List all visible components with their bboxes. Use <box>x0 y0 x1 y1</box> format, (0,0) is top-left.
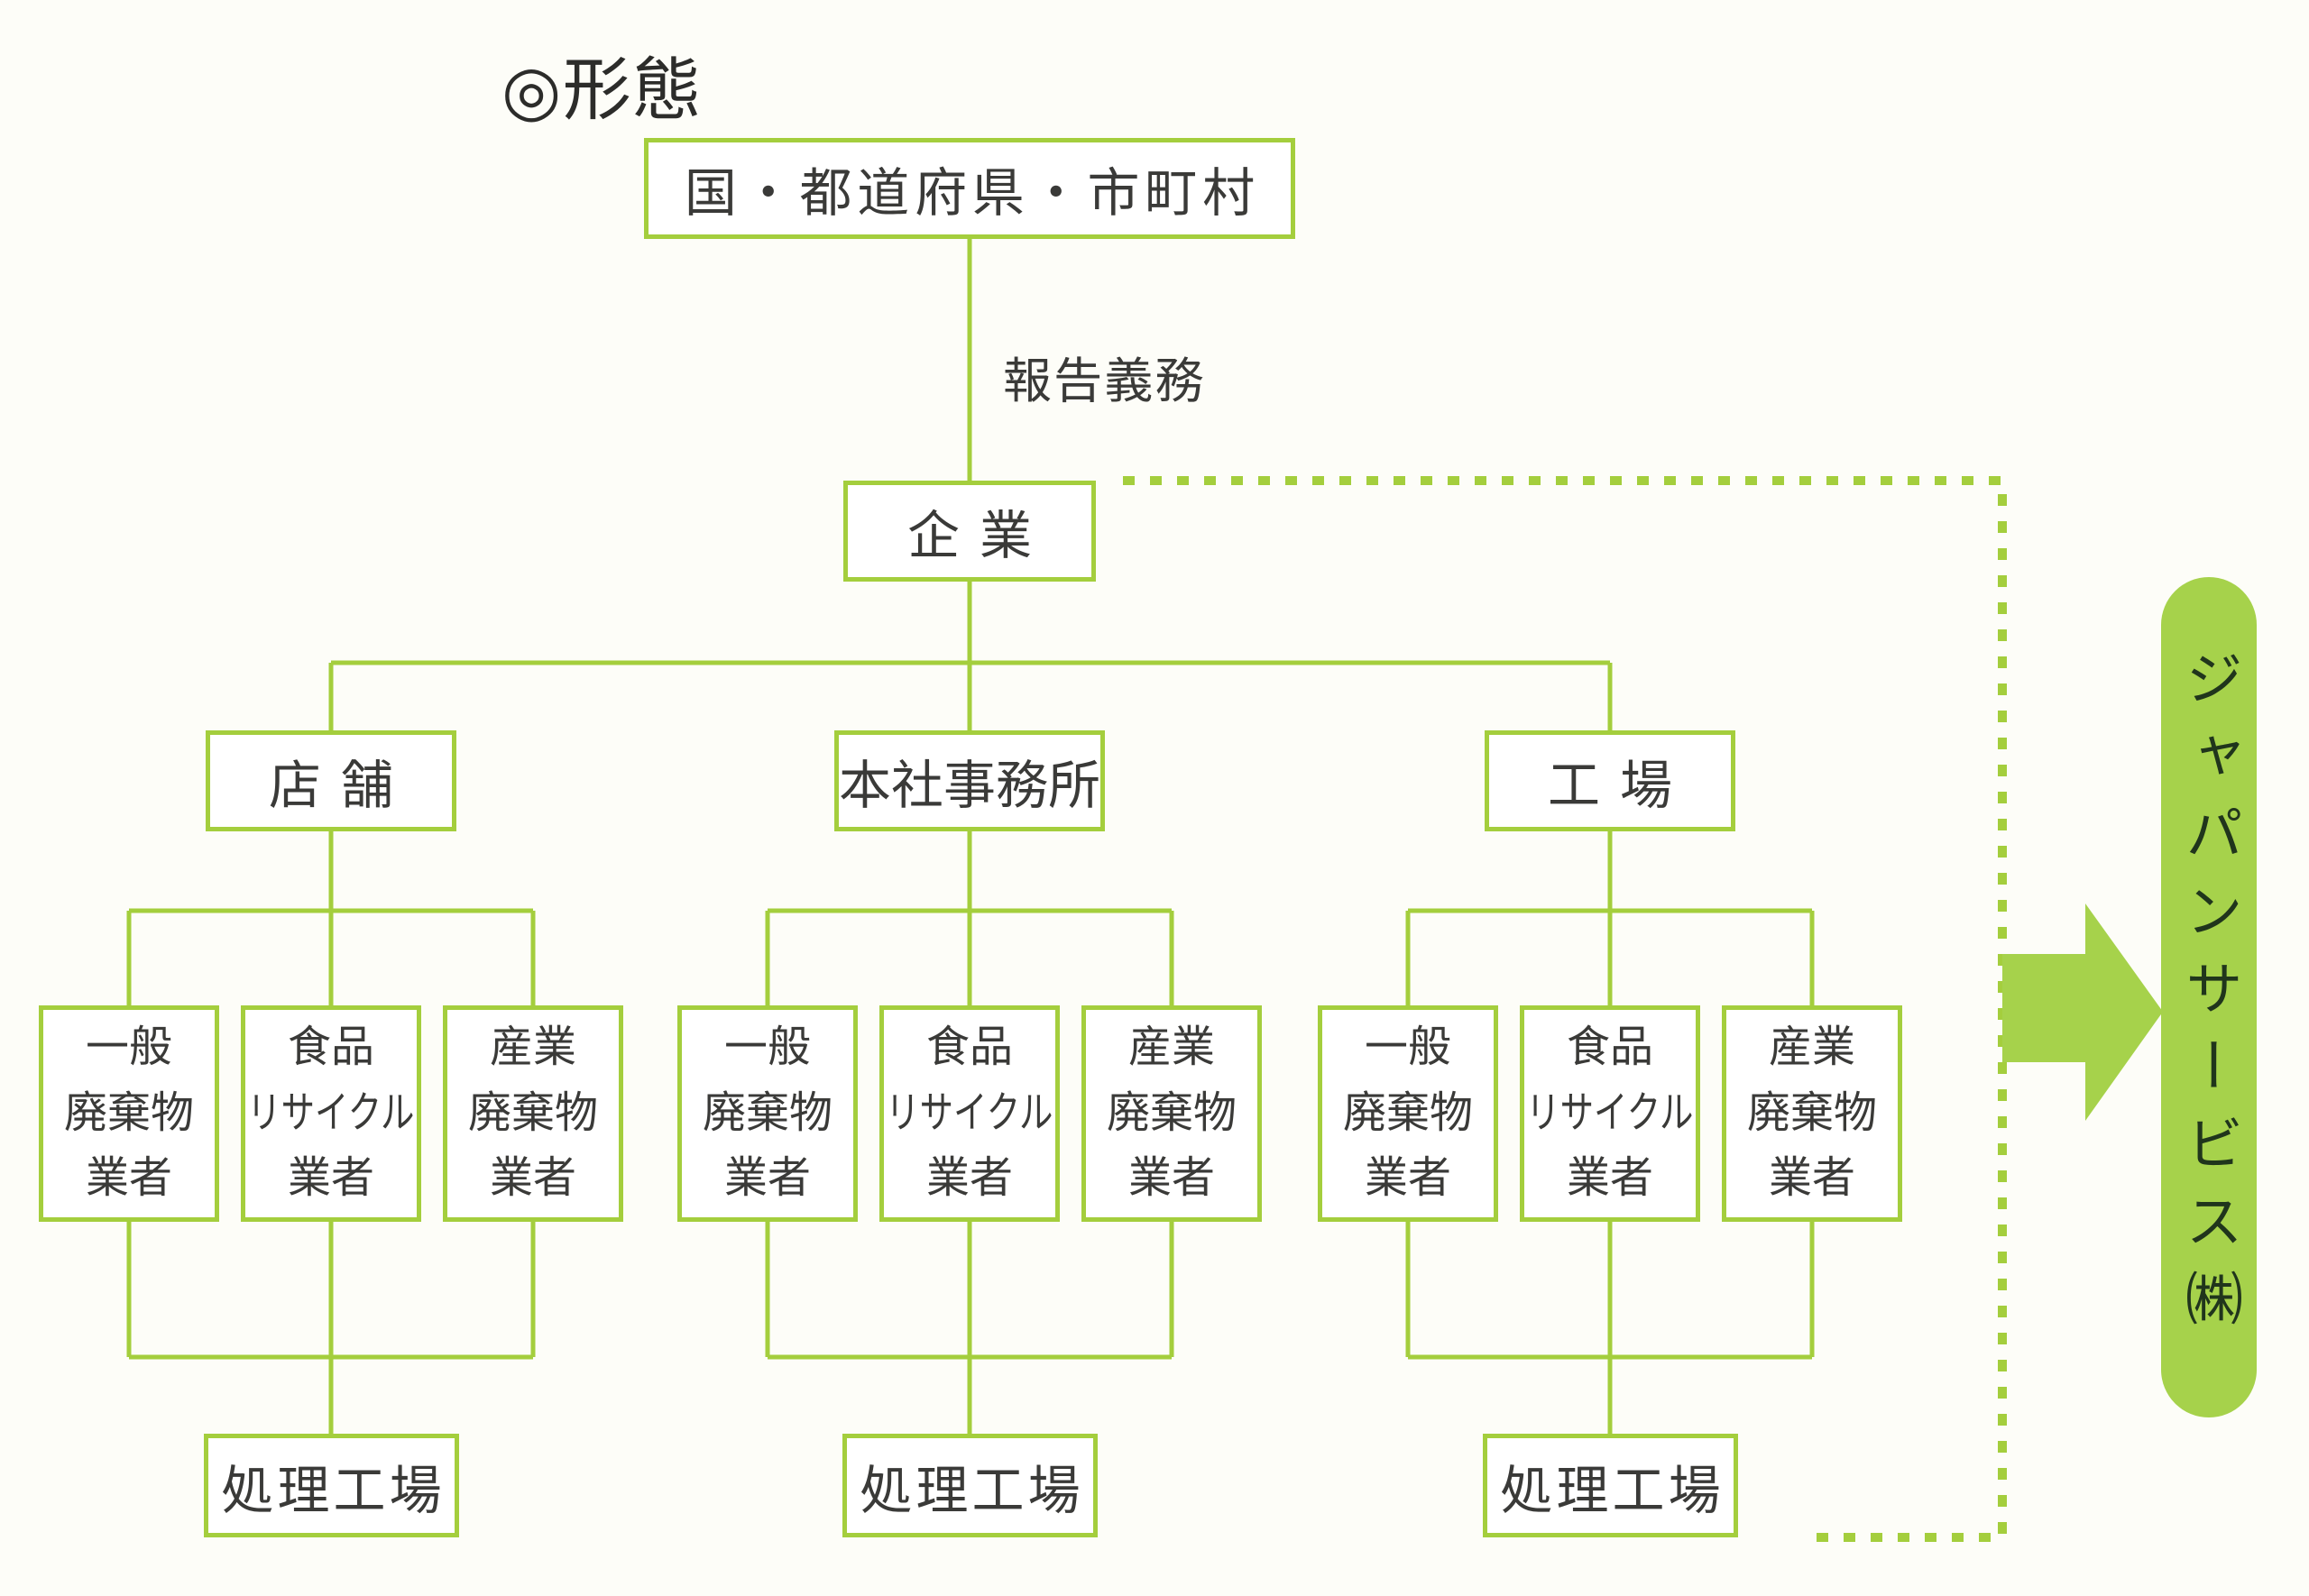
branch-label: 店舗 <box>268 757 414 815</box>
contractor-line: リサイクル <box>247 1088 415 1137</box>
contractor-line: 食品 <box>287 1023 374 1071</box>
report-duty-label: 報告義務 <box>1003 354 1206 408</box>
contractor-line: 一般 <box>85 1023 172 1071</box>
contractor-line: 廃棄物 <box>1342 1088 1473 1137</box>
contractor-line: 廃棄物 <box>467 1088 598 1137</box>
contractor-line: 食品 <box>925 1023 1013 1071</box>
flow-arrow-icon <box>2002 903 2163 1121</box>
government-label: 国・都道府県・市町村 <box>684 164 1260 223</box>
contractor-line: 業者 <box>489 1154 576 1203</box>
plant-label: 処理工場 <box>221 1461 446 1520</box>
contractor-line: リサイクル <box>886 1088 1053 1137</box>
contractor-line: 廃棄物 <box>702 1088 833 1137</box>
branch-box-factory: 工場 <box>1485 730 1735 831</box>
contractor-line: 産業 <box>489 1023 576 1071</box>
contractor-line: 廃棄物 <box>1746 1088 1877 1137</box>
company-box: 企業 <box>843 481 1096 582</box>
plant-label: 処理工場 <box>1500 1461 1725 1520</box>
processing-plant-box: 処理工場 <box>1483 1434 1738 1537</box>
government-box: 国・都道府県・市町村 <box>644 138 1295 239</box>
contractor-box-food-recycle: 食品 リサイクル 業者 <box>879 1005 1060 1222</box>
contractor-line: 業者 <box>1566 1154 1653 1203</box>
plant-label: 処理工場 <box>860 1461 1084 1520</box>
contractor-box-general-waste: 一般 廃棄物 業者 <box>677 1005 858 1222</box>
contractor-box-industrial-waste: 産業 廃棄物 業者 <box>443 1005 623 1222</box>
contractor-line: 廃棄物 <box>63 1088 194 1137</box>
service-company-banner: ジャパンサービス㈱ <box>2161 577 2257 1417</box>
contractor-line: 業者 <box>1768 1154 1855 1203</box>
contractor-line: 業者 <box>925 1154 1013 1203</box>
solid-connectors <box>126 239 1815 1434</box>
branch-label: 本社事務所 <box>839 757 1101 815</box>
contractor-line: 産業 <box>1768 1023 1855 1071</box>
contractor-line: 業者 <box>85 1154 172 1203</box>
contractor-box-general-waste: 一般 廃棄物 業者 <box>1318 1005 1498 1222</box>
contractor-line: 業者 <box>1127 1154 1215 1203</box>
contractor-box-general-waste: 一般 廃棄物 業者 <box>39 1005 219 1222</box>
contractor-box-industrial-waste: 産業 廃棄物 業者 <box>1722 1005 1902 1222</box>
processing-plant-box: 処理工場 <box>204 1434 459 1537</box>
contractor-line: 一般 <box>723 1023 811 1071</box>
service-company-label: ジャパンサービス㈱ <box>2177 648 2241 1346</box>
contractor-line: 業者 <box>287 1154 374 1203</box>
contractor-line: 一般 <box>1364 1023 1451 1071</box>
contractor-box-food-recycle: 食品 リサイクル 業者 <box>241 1005 421 1222</box>
branch-box-head-office: 本社事務所 <box>834 730 1105 831</box>
contractor-line: 業者 <box>723 1154 811 1203</box>
contractor-box-industrial-waste: 産業 廃棄物 業者 <box>1081 1005 1262 1222</box>
contractor-box-food-recycle: 食品 リサイクル 業者 <box>1520 1005 1700 1222</box>
company-label: 企業 <box>906 507 1053 565</box>
contractor-line: 食品 <box>1566 1023 1653 1071</box>
contractor-line: リサイクル <box>1526 1088 1694 1137</box>
contractor-line: 産業 <box>1127 1023 1215 1071</box>
contractor-line: 廃棄物 <box>1106 1088 1237 1137</box>
branch-label: 工場 <box>1547 757 1693 815</box>
page-title: ◎形態 <box>501 53 703 129</box>
branch-box-store: 店舗 <box>206 730 456 831</box>
contractor-line: 業者 <box>1364 1154 1451 1203</box>
processing-plant-box: 処理工場 <box>842 1434 1098 1537</box>
